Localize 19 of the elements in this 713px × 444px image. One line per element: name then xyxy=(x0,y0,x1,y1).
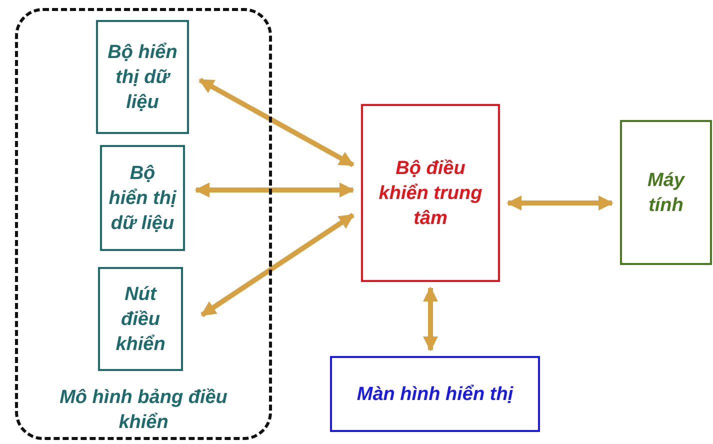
node-label: Bộ hiển thị dữ liệu xyxy=(106,40,178,114)
process-box xyxy=(98,267,183,371)
process-box xyxy=(361,104,500,282)
process-box xyxy=(96,20,189,134)
node-label: Nút điều khiển xyxy=(114,282,166,356)
process-box xyxy=(100,145,185,251)
node-label: Bộ điều khiển trung tâm xyxy=(378,156,484,230)
process-box xyxy=(330,356,540,432)
node-label: Máy tính xyxy=(646,168,686,218)
double-arrow xyxy=(423,286,438,352)
node-label: Mô hình bảng điều khiển xyxy=(58,386,228,435)
dashed-group-frame xyxy=(15,8,272,440)
node-label: Bộ hiển thị dữ liệu xyxy=(108,162,178,236)
double-arrow xyxy=(200,212,354,318)
double-arrow xyxy=(194,182,354,198)
double-arrow xyxy=(506,196,614,210)
double-arrow xyxy=(198,78,354,168)
process-box xyxy=(620,120,712,265)
node-label: Màn hình hiển thị xyxy=(356,382,514,406)
